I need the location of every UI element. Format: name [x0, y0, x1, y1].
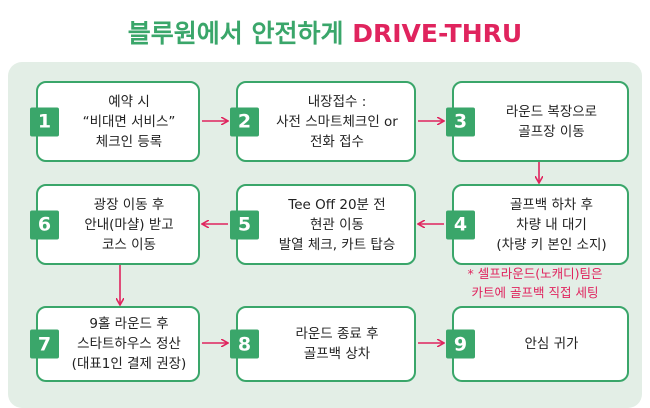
step-number: 9	[446, 329, 475, 359]
step-text: (대표1인 결제 권장)	[71, 356, 187, 372]
step-5: 5 Tee Off 20분 전 현관 이동 발열 체크, 카트 탑승	[230, 184, 416, 265]
step-number: 7	[30, 329, 59, 359]
page-title: 블루원에서 안전하게 DRIVE-THRU	[0, 14, 650, 50]
step-text: 내장접수 :	[307, 93, 367, 110]
step-text: (차량 키 본인 소지)	[496, 236, 607, 253]
step-number: 8	[230, 329, 259, 359]
step-1: 1 예약 시 “비대면 서비스” 체크인 등록	[30, 81, 200, 162]
step-number: 4	[446, 210, 475, 239]
step-6: 6 광장 이동 후 안내(마샬) 받고 코스 이동	[30, 184, 200, 265]
step-text: 라운드 종료 후	[295, 326, 379, 342]
step-text: 골프장 이동	[518, 123, 585, 140]
step-9: 9 안심 귀가	[446, 306, 629, 382]
step-number: 2	[230, 107, 259, 136]
step-text: 현관 이동	[310, 216, 364, 233]
step-number: 6	[30, 210, 59, 239]
step-label: Tee Off 20분 전 현관 이동 발열 체크, 카트 탑승	[264, 186, 410, 263]
step-number: 1	[30, 107, 59, 136]
step-text: 안심 귀가	[524, 336, 579, 352]
step-text: 골프백 하차 후	[509, 196, 594, 213]
step-label: 라운드 복장으로 골프장 이동	[480, 83, 623, 160]
step-4: 4 골프백 하차 후 차량 내 대기 (차량 키 본인 소지)	[446, 184, 629, 265]
title-main: 블루원에서 안전하게	[127, 19, 353, 48]
self-round-note: * 셀프라운드(노캐디)팀은 카트에 골프백 직접 세팅	[420, 264, 650, 302]
step-label: 라운드 종료 후 골프백 상차	[264, 308, 410, 380]
step-8: 8 라운드 종료 후 골프백 상차	[230, 306, 416, 382]
step-text: 골프백 상차	[303, 346, 371, 362]
step-text: 발열 체크, 카트 탑승	[278, 236, 396, 253]
step-text: 체크인 등록	[95, 133, 163, 150]
step-label: 골프백 하차 후 차량 내 대기 (차량 키 본인 소지)	[480, 186, 623, 263]
step-text: “비대면 서비스”	[82, 113, 176, 130]
note-line: * 셀프라운드(노캐디)팀은	[467, 266, 603, 281]
step-text: 안내(마샬) 받고	[84, 216, 174, 233]
step-label: 9홀 라운드 후 스타트하우스 정산 (대표1인 결제 권장)	[64, 308, 194, 380]
step-number: 3	[446, 107, 475, 136]
step-label: 안심 귀가	[480, 308, 623, 380]
title-highlight: DRIVE-THRU	[352, 19, 523, 48]
step-text: 코스 이동	[102, 236, 156, 253]
step-2: 2 내장접수 : 사전 스마트체크인 or 전화 접수	[230, 81, 416, 162]
step-7: 7 9홀 라운드 후 스타트하우스 정산 (대표1인 결제 권장)	[30, 306, 200, 382]
step-label: 광장 이동 후 안내(마샬) 받고 코스 이동	[64, 186, 194, 263]
step-3: 3 라운드 복장으로 골프장 이동	[446, 81, 629, 162]
step-text: 예약 시	[108, 93, 150, 110]
step-number: 5	[230, 210, 259, 239]
step-text: 광장 이동 후	[93, 196, 165, 213]
step-label: 내장접수 : 사전 스마트체크인 or 전화 접수	[264, 83, 410, 160]
step-text: 차량 내 대기	[516, 216, 587, 233]
step-text: 스타트하우스 정산	[77, 336, 181, 352]
step-text: Tee Off 20분 전	[288, 196, 386, 213]
step-label: 예약 시 “비대면 서비스” 체크인 등록	[64, 83, 194, 160]
note-line: 카트에 골프백 직접 세팅	[471, 285, 599, 300]
step-text: 전화 접수	[310, 133, 364, 150]
step-text: 9홀 라운드 후	[89, 316, 169, 332]
step-text: 라운드 복장으로	[505, 103, 598, 120]
step-text: 사전 스마트체크인 or	[276, 113, 398, 130]
